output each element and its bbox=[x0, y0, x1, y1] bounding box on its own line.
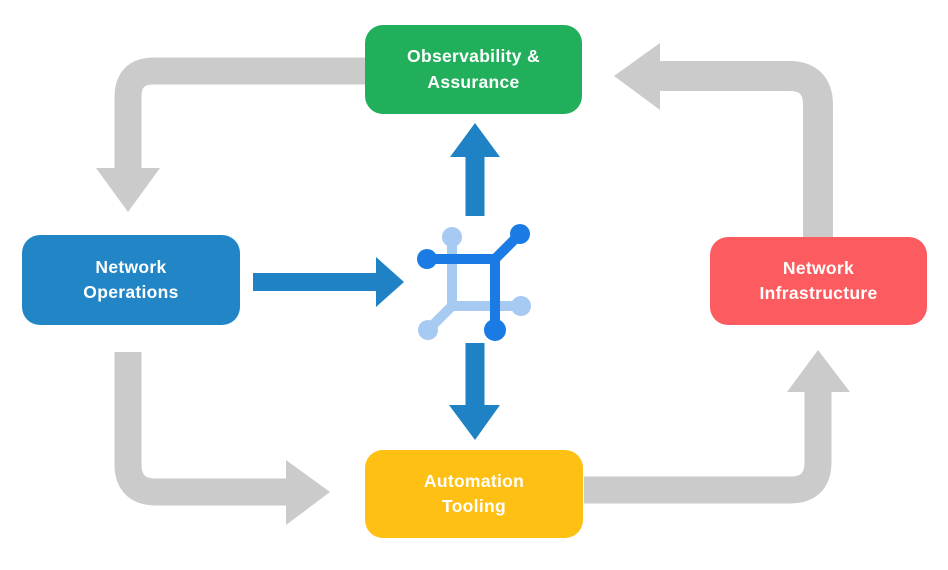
arrow-head bbox=[450, 123, 500, 157]
node-network-infrastructure-label: Network Infrastructure bbox=[759, 257, 878, 303]
node-network-operations: Network Operations bbox=[22, 235, 240, 325]
arrow-shaft bbox=[584, 390, 832, 504]
arrow-shaft bbox=[114, 352, 288, 506]
arrow-head bbox=[286, 460, 330, 525]
icon-node bbox=[418, 320, 438, 340]
icon-node bbox=[511, 296, 531, 316]
network-automation-icon bbox=[417, 224, 531, 341]
arrow-head bbox=[614, 43, 660, 110]
arrow-shaft bbox=[114, 57, 366, 170]
arrow-head bbox=[787, 350, 850, 392]
arrow-infrastructure-to-observability bbox=[614, 43, 833, 237]
arrow-shaft bbox=[659, 61, 833, 237]
arrow-icon-to-observability bbox=[450, 123, 500, 216]
arrow-observability-to-operations bbox=[96, 57, 366, 212]
icon-node bbox=[417, 249, 437, 269]
icon-node bbox=[510, 224, 530, 244]
node-network-operations-label: Network Operations bbox=[83, 256, 179, 302]
arrow-operations-to-icon bbox=[253, 257, 404, 307]
arrow-head bbox=[96, 168, 160, 212]
node-automation-tooling-label: Automation Tooling bbox=[423, 470, 525, 516]
arrow-automation-to-infrastructure bbox=[584, 350, 850, 504]
node-observability-label: Observability & Assurance bbox=[407, 46, 540, 92]
arrow-head bbox=[449, 405, 500, 440]
node-network-infrastructure: Network Infrastructure bbox=[710, 237, 927, 325]
node-automation-tooling: Automation Tooling bbox=[365, 450, 583, 538]
network-icon-dark-part bbox=[417, 224, 530, 341]
arrow-operations-to-automation bbox=[114, 352, 330, 525]
icon-node bbox=[484, 319, 506, 341]
icon-node bbox=[442, 227, 462, 247]
network-icon-light-part bbox=[418, 227, 531, 340]
arrow-icon-to-automation bbox=[449, 343, 500, 440]
arrow-head bbox=[376, 257, 404, 307]
node-observability: Observability & Assurance bbox=[365, 25, 582, 114]
